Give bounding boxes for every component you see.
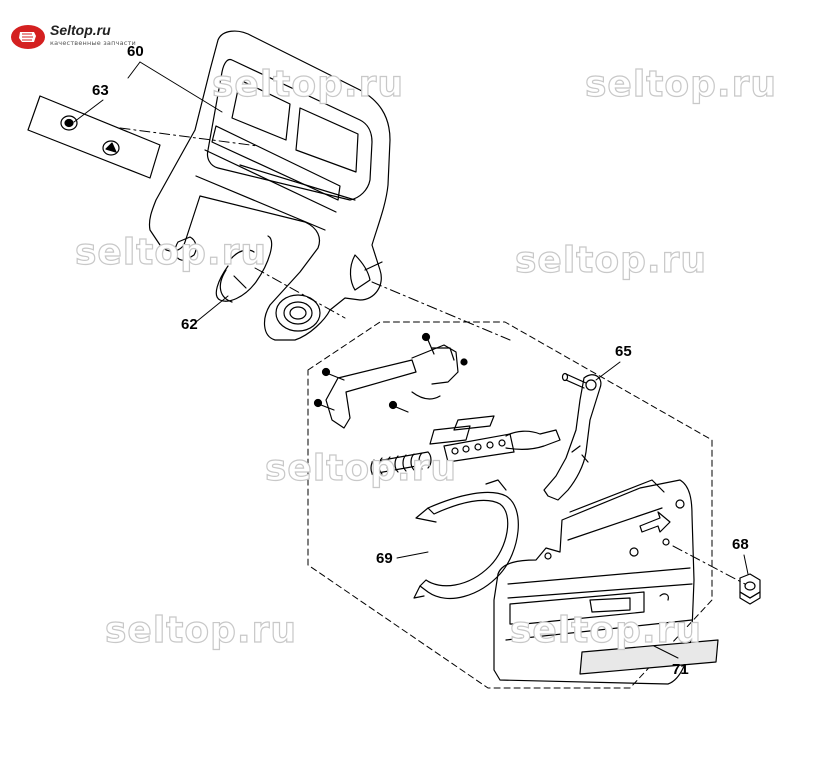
watermark: seltop.ru xyxy=(74,231,267,273)
callout-65: 65 xyxy=(615,343,632,360)
callout-63: 63 xyxy=(92,82,109,99)
watermark: seltop.ru xyxy=(104,609,297,651)
callout-62: 62 xyxy=(181,316,198,333)
callout-60: 60 xyxy=(127,43,144,60)
clutch-cover xyxy=(493,479,695,685)
brake-band-part-69 xyxy=(413,479,519,600)
kit-boundary xyxy=(307,321,713,689)
leader-lines xyxy=(73,61,749,659)
callout-69: 69 xyxy=(376,550,393,567)
spring-ring-part-62 xyxy=(215,235,273,303)
seltop-logo: Seltop.ru качественные запчасти xyxy=(10,22,150,52)
nut-part-68 xyxy=(739,573,761,605)
link-strip xyxy=(443,429,561,463)
construction-lines xyxy=(119,127,746,585)
handle-guard-part-60 xyxy=(148,30,391,341)
watermark: seltop.ru xyxy=(514,239,707,281)
watermark: seltop.ru xyxy=(509,609,702,651)
brake-lever-part-65 xyxy=(543,372,602,501)
watermark: seltop.ru xyxy=(584,63,777,105)
fist-logo-icon xyxy=(11,25,45,49)
watermark: seltop.ru xyxy=(211,63,404,105)
brake-linkage-assembly xyxy=(313,332,468,429)
decal-part-63 xyxy=(27,95,161,179)
callout-68: 68 xyxy=(732,536,749,553)
logo-name: Seltop.ru xyxy=(50,22,111,38)
logo-tagline: качественные запчасти xyxy=(50,39,136,47)
watermark: seltop.ru xyxy=(264,447,457,489)
callout-71: 71 xyxy=(672,661,689,678)
small-plates xyxy=(429,415,495,445)
coil-spring xyxy=(370,451,432,477)
label-part-71 xyxy=(579,639,719,675)
